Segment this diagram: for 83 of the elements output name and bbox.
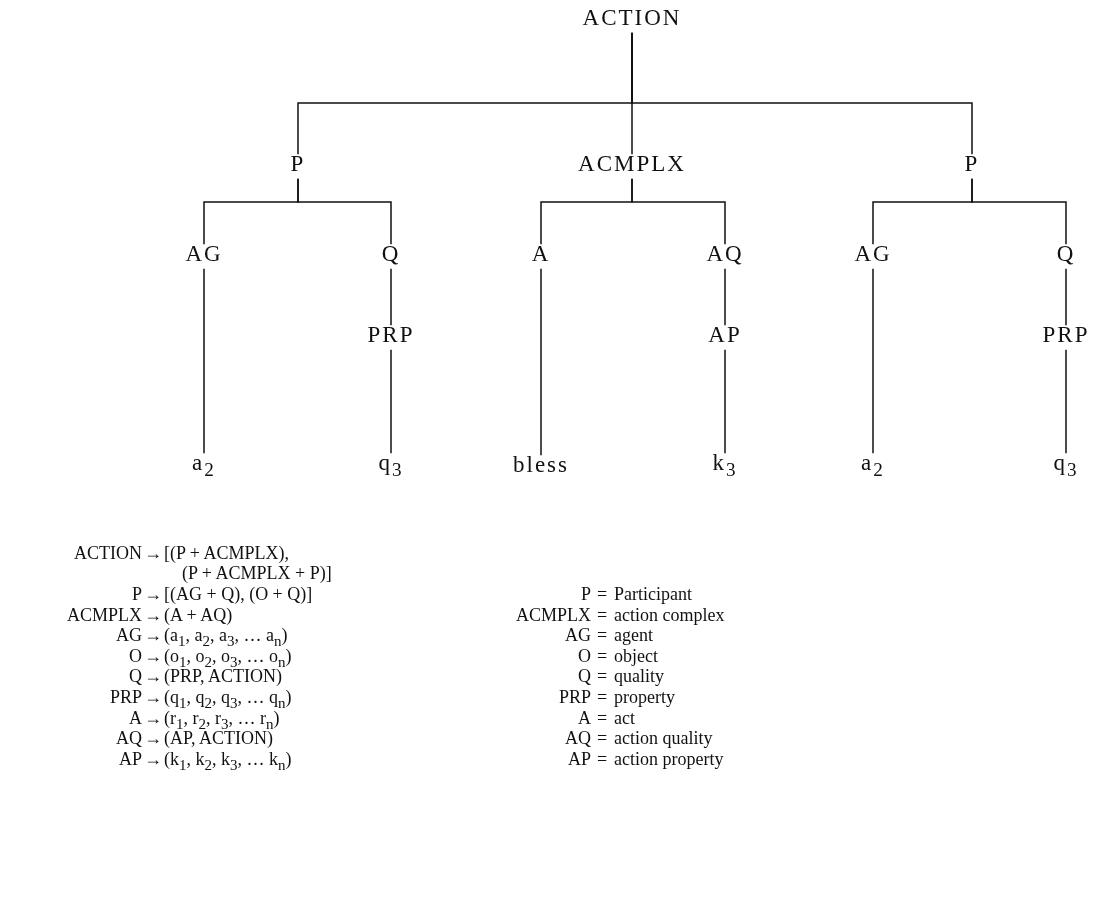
rule-symbol: P <box>132 584 142 604</box>
legend-symbol: O <box>578 645 591 666</box>
rule-definition: [(P + ACMPLX), (P + ACMPLX + P)] <box>164 543 333 583</box>
legend-operator: = <box>596 666 608 687</box>
tree-node-label: q$_{3}$ <box>377 450 405 480</box>
tree-branch-line <box>390 267 392 327</box>
tree-node-label: P <box>963 151 981 177</box>
legend-symbol: AP <box>568 748 591 769</box>
tree-node-label: ACTION <box>581 5 683 31</box>
rule-operator: → <box>144 748 162 769</box>
tree-branch-line <box>971 177 1067 246</box>
rule-symbol: Q <box>129 666 142 687</box>
tree-branch-line <box>1065 267 1067 327</box>
legend-definition: property <box>614 687 675 707</box>
rule-symbol: O <box>129 645 142 666</box>
legend-operator: = <box>596 584 608 604</box>
tree-branch-line <box>724 267 726 327</box>
rule-operator: → <box>144 625 162 646</box>
legend-definition: action quality <box>614 728 713 749</box>
legend-operator: = <box>596 645 608 666</box>
tree-branch-line <box>297 177 392 246</box>
legend-definition: agent <box>614 625 653 646</box>
tree-node-label: a$_{2}$ <box>191 450 217 480</box>
tree-branch-line <box>872 267 874 454</box>
legend-definition: object <box>614 645 658 666</box>
legend-symbol: AG <box>565 625 591 646</box>
rule-operator: → <box>144 584 162 604</box>
rule-operator: → <box>144 543 162 563</box>
rule-symbol: PRP <box>109 687 142 707</box>
tree-branch-line <box>631 31 973 156</box>
rule-definition: [(AG + Q), (O + Q)] <box>164 584 313 604</box>
legend-operator: = <box>596 625 608 646</box>
legend-definition: action property <box>614 748 724 769</box>
rule-operator: → <box>144 707 162 728</box>
legend-operator: = <box>596 707 608 728</box>
tree-node-label: Q <box>380 241 402 267</box>
tree-node-label: PRP <box>1041 322 1091 348</box>
rule-symbol: AQ <box>116 728 142 749</box>
tree-branch-line <box>631 177 726 246</box>
tree-branch-line <box>1065 348 1067 454</box>
legend-symbol: ACMPLX <box>516 604 591 625</box>
tree-node-label: bless <box>512 452 570 478</box>
legend-definition: Participant <box>614 584 692 604</box>
legend-definition: act <box>614 707 635 728</box>
tree-node-label: A <box>530 241 552 267</box>
legend-definition: action complex <box>614 604 725 625</box>
tree-node-label: AG <box>184 241 224 267</box>
legend-symbol: P <box>581 584 591 604</box>
tree-branch-line <box>203 267 205 454</box>
rule-operator: → <box>144 728 162 749</box>
tree-branch-line <box>540 267 542 457</box>
legend-symbol: Q <box>578 666 591 687</box>
rule-operator: → <box>144 604 162 625</box>
rule-symbol: AP <box>119 748 142 769</box>
tree-node-label: P <box>289 151 307 177</box>
rule-definition: (A + AQ) <box>164 604 233 625</box>
legend-operator: = <box>596 728 608 749</box>
rule-operator: → <box>144 687 162 707</box>
tree-node-label: AP <box>707 322 743 348</box>
rule-symbol: ACMPLX <box>67 604 142 625</box>
legend-operator: = <box>596 604 608 625</box>
tree-branch-line <box>390 348 392 454</box>
legend-definition: quality <box>614 666 664 687</box>
rule-symbol: A <box>129 707 142 728</box>
legend-symbol: PRP <box>558 687 591 707</box>
tree-node-label: PRP <box>366 322 416 348</box>
tree-node-label: ACMPLX <box>577 151 687 177</box>
tree-node-label: Q <box>1055 241 1077 267</box>
legend-symbol: A <box>578 707 591 728</box>
tree-branch-line <box>724 348 726 454</box>
legend-operator: = <box>596 748 608 769</box>
legend-operator: = <box>596 687 608 707</box>
tree-node-label: AQ <box>705 241 745 267</box>
tree-node-label: AG <box>853 241 893 267</box>
rule-definition: (k$_{1}$, k$_{2}$, k$_{3}$, … k$_{n}$) <box>164 748 292 775</box>
rule-symbol: AG <box>116 625 142 646</box>
rule-operator: → <box>144 666 162 687</box>
legend-symbol: AQ <box>565 728 591 749</box>
rule-symbol: ACTION <box>74 543 142 563</box>
tree-node-label: a$_{2}$ <box>860 450 886 480</box>
rule-operator: → <box>144 645 162 666</box>
tree-node-label: q$_{3}$ <box>1052 450 1080 480</box>
tree-node-label: k$_{3}$ <box>711 450 739 480</box>
